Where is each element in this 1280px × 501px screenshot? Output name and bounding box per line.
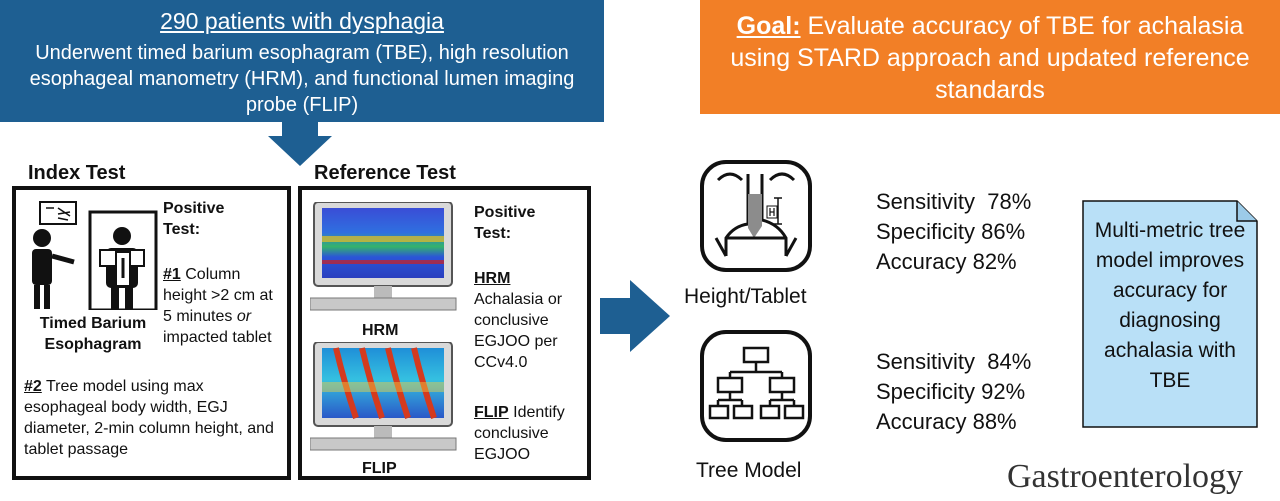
flip-criterion: FLIP Identify conclusive EGJOO [474, 402, 586, 465]
right-arrow-icon [600, 280, 670, 352]
hrm-monitor-icon [310, 202, 457, 311]
tree-model-caption: Tree Model [696, 459, 802, 482]
tree-sensitivity: Sensitivity 84% [876, 349, 1032, 374]
journal-logo: Gastroenterology [1007, 458, 1244, 495]
tree-accuracy: Accuracy 88% [876, 409, 1017, 434]
down-arrow-icon [268, 122, 332, 166]
goal-banner: Goal: Evaluate accuracy of TBE for achal… [700, 0, 1280, 114]
goal-description: Evaluate accuracy of TBE for achalasia u… [730, 12, 1250, 104]
index-test-panel: Timed Barium Esophagram Positive Test: #… [12, 186, 291, 480]
criterion-2-number: #2 [24, 378, 42, 395]
index-image-caption-line2: Esophagram [44, 336, 142, 353]
barium-esophagram-illustration-icon [32, 201, 158, 310]
height-tablet-metrics: Sensitivity 78% Specificity 86% Accuracy… [876, 187, 1031, 277]
height-sensitivity: Sensitivity 78% [876, 189, 1032, 214]
tree-model-icon [700, 330, 812, 442]
index-criterion-2: #2 Tree model using max esophageal body … [24, 376, 282, 460]
index-positive-label: Positive [163, 200, 225, 217]
tree-model-metrics: Sensitivity 84% Specificity 92% Accuracy… [876, 347, 1031, 437]
index-criterion-1: #1 Column height >2 cm at 5 minutes or i… [163, 264, 281, 348]
goal-text: Goal: Evaluate accuracy of TBE for achal… [720, 10, 1260, 106]
index-positive-label2: Test: [163, 221, 201, 238]
note-shape-icon [1082, 200, 1258, 428]
flip-caption: FLIP [362, 460, 397, 477]
hrm-criterion-text: Achalasia or conclusive EGJOO per CCv4.0 [474, 291, 563, 371]
flip-monitor-icon [310, 342, 457, 451]
hrm-criterion: HRM Achalasia or conclusive EGJOO per CC… [474, 268, 586, 373]
criterion-1-text-a: Column height >2 cm at 5 minutes [163, 266, 273, 325]
goal-label: Goal: [736, 12, 801, 40]
hrm-criterion-label: HRM [474, 270, 511, 287]
hrm-caption: HRM [362, 322, 399, 339]
patients-description: Underwent timed barium esophagram (TBE),… [29, 42, 575, 116]
index-image-caption-line1: Timed Barium [39, 315, 147, 332]
index-test-heading: Index Test [28, 162, 126, 184]
ref-positive-label: Positive [474, 204, 536, 221]
patients-title: 290 patients with dysphagia [160, 8, 444, 34]
criterion-1-text-b: impacted tablet [163, 329, 272, 346]
height-tablet-caption: Height/Tablet [684, 285, 807, 308]
decision-tree-icon [708, 346, 805, 420]
conclusion-text: Multi-metric tree model improves accurac… [1094, 219, 1246, 392]
height-accuracy: Accuracy 82% [876, 249, 1017, 274]
esophagus-height-icon [714, 172, 798, 257]
tree-specificity: Specificity 92% [876, 379, 1026, 404]
reference-test-panel: HRM FLIP Positive Test: HRM Achalasia or… [298, 186, 591, 480]
reference-test-heading: Reference Test [314, 162, 456, 184]
height-tablet-icon [700, 160, 812, 272]
criterion-2-text: Tree model using max esophageal body wid… [24, 378, 274, 458]
flip-criterion-label: FLIP [474, 404, 509, 421]
flip-criterion-text: Identify conclusive EGJOO [474, 404, 565, 463]
height-specificity: Specificity 86% [876, 219, 1026, 244]
criterion-1-number: #1 [163, 266, 181, 283]
criterion-1-or: or [236, 308, 252, 325]
patients-banner: 290 patients with dysphagia Underwent ti… [0, 0, 604, 122]
conclusion-note: Multi-metric tree model improves accurac… [1082, 200, 1258, 428]
ref-positive-label2: Test: [474, 225, 512, 242]
